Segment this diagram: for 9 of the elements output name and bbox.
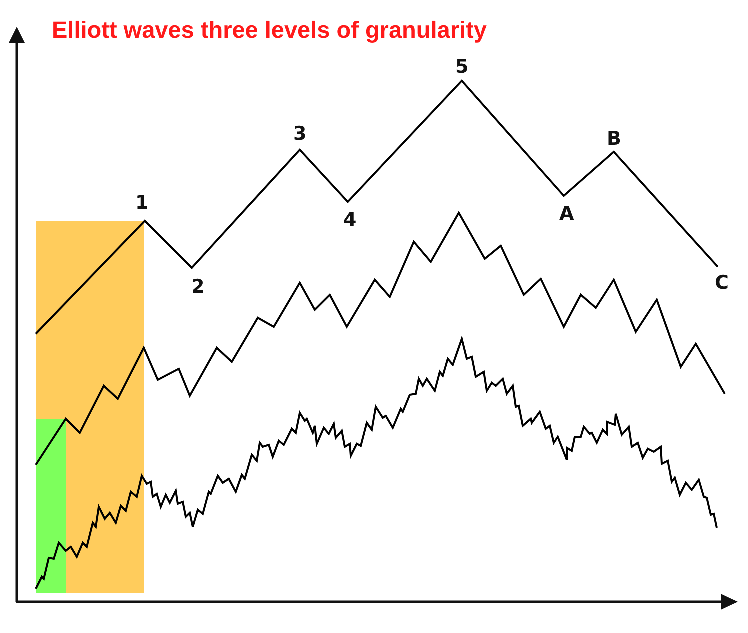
wave-label: A (560, 205, 574, 224)
wave-label: 2 (192, 278, 205, 297)
wave-label: B (607, 130, 622, 149)
wave-label: C (715, 274, 729, 293)
wave-label: 5 (456, 58, 469, 77)
wave-label: 3 (294, 125, 307, 144)
wave-label: 1 (136, 194, 149, 213)
wave-label: 4 (344, 211, 357, 230)
chart-title: Elliott waves three levels of granularity (52, 17, 487, 44)
